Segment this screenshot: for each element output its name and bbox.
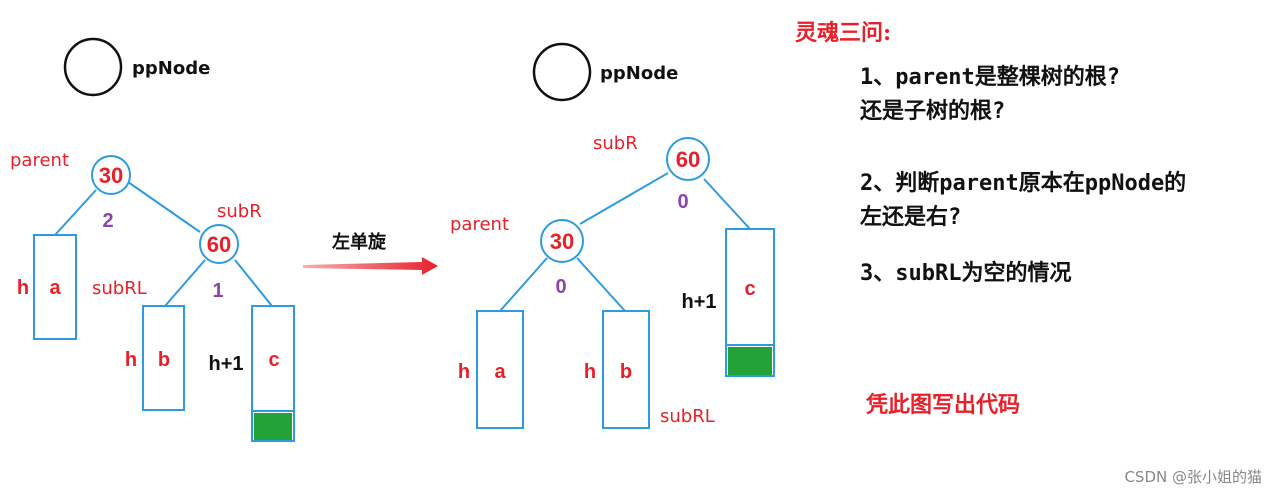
question-1-line-1: 1、parent是整棵树的根? [860, 64, 1120, 90]
after-ppnode-label: ppNode [600, 63, 678, 84]
after-parent-value: 30 [550, 229, 574, 254]
before-ppnode-label: ppNode [132, 58, 210, 79]
before-ppnode-circle [63, 37, 123, 97]
question-3: 3、subRL为空的情况 [860, 260, 1071, 286]
before-height-a: h [17, 277, 29, 299]
before-subtree-b [142, 305, 185, 411]
after-edge-subr-c [703, 178, 751, 230]
before-subr-value: 60 [207, 232, 231, 257]
before-parent-value: 30 [99, 163, 123, 188]
before-subtree-c-extra-level [254, 413, 292, 440]
question-1-line-2: 还是子树的根? [859, 98, 1005, 124]
after-edge-parent-b [576, 257, 626, 312]
after-subr-label: subR [593, 133, 638, 154]
after-subr-node [666, 137, 710, 181]
before-subr-label: subR [217, 201, 262, 222]
before-subtree-a [33, 234, 77, 340]
before-subtree-a-label: a [49, 277, 61, 299]
before-height-b: h [125, 349, 137, 371]
after-tree: ppNode 60 subR 0 30 parent 0 a h b h sub… [450, 42, 775, 429]
after-edge-parent-a [499, 257, 548, 312]
question-2-line-1: 2、判断parent原本在ppNode的 [860, 170, 1186, 196]
rotation-arrow: 左单旋 [303, 231, 438, 275]
after-subr-value: 60 [676, 147, 700, 172]
before-edge-subr-b [164, 259, 206, 307]
before-subtree-c-label: c [268, 349, 279, 371]
after-subtree-a [476, 310, 524, 429]
after-subtree-b [602, 310, 650, 429]
after-subtree-c-label: c [744, 278, 755, 300]
after-height-b: h [584, 361, 596, 383]
arrow-shape [303, 257, 438, 275]
after-parent-label: parent [450, 214, 509, 235]
before-parent-node [91, 155, 131, 195]
questions-panel: 灵魂三问: 1、parent是整棵树的根? 还是子树的根? 2、判断parent… [795, 20, 1186, 286]
before-subr-bf: 1 [212, 280, 223, 302]
after-subrl-label: subRL [660, 406, 715, 427]
csdn-watermark: CSDN @张小姐的猫 [1124, 468, 1262, 486]
before-edge-parent-subr [127, 181, 201, 233]
before-height-c: h+1 [208, 353, 243, 375]
after-ppnode-circle [532, 42, 592, 102]
after-edge-subr-parent [579, 172, 669, 225]
before-subrl-label: subRL [92, 278, 147, 299]
before-parent-bf: 2 [102, 210, 113, 232]
before-parent-label: parent [10, 150, 69, 171]
after-parent-bf: 0 [555, 276, 566, 298]
arrow-label: 左单旋 [332, 231, 387, 253]
after-subtree-b-label: b [620, 361, 632, 383]
before-subr-node [199, 224, 239, 264]
questions-title: 灵魂三问: [795, 20, 891, 46]
after-subr-bf: 0 [677, 191, 688, 213]
code-note: 凭此图写出代码 [865, 392, 1020, 418]
before-edge-subr-c [234, 259, 273, 307]
before-subtree-b-label: b [158, 349, 170, 371]
after-subtree-a-label: a [494, 361, 506, 383]
before-tree: ppNode 30 parent 2 60 subR 1 a h b h sub… [10, 37, 295, 442]
after-subtree-c-extra-level [728, 347, 772, 375]
question-2-line-2: 左还是右? [860, 204, 961, 230]
after-parent-node [540, 219, 584, 263]
before-edge-parent-a [54, 189, 97, 236]
after-height-a: h [458, 361, 470, 383]
after-height-c: h+1 [681, 291, 716, 313]
